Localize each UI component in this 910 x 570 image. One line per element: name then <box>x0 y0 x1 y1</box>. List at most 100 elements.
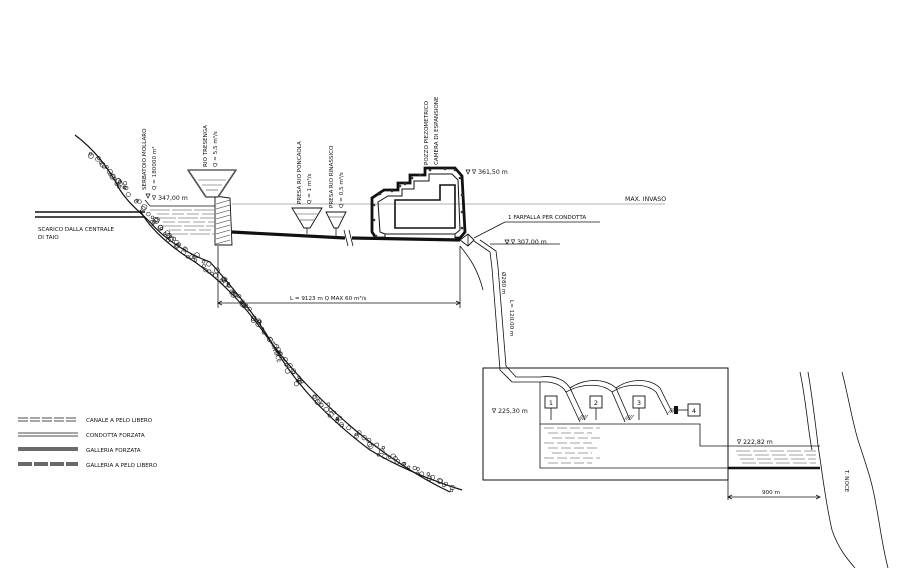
rock <box>361 435 367 441</box>
rock <box>323 406 329 413</box>
unit-1: 1 <box>544 395 558 420</box>
surge-tank-name-1: POZZO PIEZOMETRICO <box>424 100 430 165</box>
rock <box>135 198 139 202</box>
rock <box>221 276 228 283</box>
right-river-noce <box>799 371 889 569</box>
turbine-hatch-line <box>669 407 675 414</box>
rock <box>261 330 266 335</box>
rock <box>222 281 229 287</box>
legend-item-galleria-forzata: GALLERIA FORZATA <box>18 447 141 454</box>
farfalla-valve <box>459 221 600 247</box>
rock <box>291 370 296 375</box>
rock <box>99 161 103 165</box>
hatch-dot <box>403 182 407 186</box>
rock <box>88 153 94 159</box>
rock <box>280 356 285 361</box>
rock <box>194 252 200 259</box>
hatch-dot <box>410 176 414 180</box>
reservoir-level: ∇ 347,00 m <box>151 195 188 202</box>
svg-text:3: 3 <box>637 399 641 407</box>
turbine-hatch-line <box>583 414 589 421</box>
hatch-dot <box>372 218 376 222</box>
rock <box>124 185 129 191</box>
rock <box>110 173 116 179</box>
rock <box>107 168 113 175</box>
left-bank-rocks <box>88 151 455 493</box>
rock <box>189 254 194 259</box>
hatch-dot <box>460 226 464 230</box>
rock <box>166 233 172 239</box>
rio-rinassico-flow: Q = 0,5 m³/s <box>338 172 345 208</box>
penstock <box>473 239 540 383</box>
rio-tresenga-name: RIO TRESENGA <box>203 125 209 167</box>
presa-rio-poncaola <box>291 207 323 234</box>
hatch-dot <box>398 184 402 188</box>
rock <box>115 178 121 184</box>
rock <box>163 232 167 236</box>
turbine-hatch-line <box>667 407 673 414</box>
turbine-hatch-line <box>577 414 583 421</box>
rock <box>172 236 177 241</box>
hatch-dot <box>453 168 457 172</box>
legend: CANALE A PELO LIBERO CONDOTTA FORZATA GA… <box>18 417 158 469</box>
rock <box>426 472 431 476</box>
rock <box>210 271 214 276</box>
rock <box>275 350 281 356</box>
rock <box>109 174 115 180</box>
rock <box>193 258 198 262</box>
max-invaso-label: MAX. INVASO <box>625 196 666 203</box>
rock <box>426 475 433 481</box>
hatch-dot <box>458 176 462 180</box>
rock <box>419 471 425 477</box>
svg-text:4: 4 <box>692 407 696 415</box>
rock <box>376 453 381 457</box>
rock <box>327 414 332 418</box>
rock <box>213 273 218 278</box>
rock <box>230 291 237 298</box>
rio-poncaola-name: PRESA RIO PONCAOLA <box>297 141 303 204</box>
rock <box>125 192 131 198</box>
rock <box>99 161 106 168</box>
rock <box>192 255 196 259</box>
rock <box>185 254 190 259</box>
unit-2: 2 <box>589 395 603 420</box>
rock <box>394 458 401 465</box>
unit-4: 4 <box>674 403 701 417</box>
rock <box>416 471 420 475</box>
rock <box>430 474 436 480</box>
rock <box>381 446 385 450</box>
rock <box>294 381 299 387</box>
rock <box>354 433 359 439</box>
rock <box>416 467 420 471</box>
rock <box>164 230 171 236</box>
rock <box>287 363 293 369</box>
rock <box>284 368 291 374</box>
rio-rinassico-name: PRESA RIO RINASSICO <box>329 145 335 208</box>
rock <box>368 443 374 449</box>
tailrace-water <box>544 427 600 464</box>
rock <box>122 185 127 190</box>
rock <box>354 432 358 437</box>
rock <box>357 430 362 435</box>
rock <box>328 408 333 412</box>
tunnel-dims-label: L = 9123 m Q MAX 60 m³/s <box>290 295 367 302</box>
hatch-line <box>215 214 231 220</box>
rock <box>181 249 187 255</box>
rock <box>402 461 407 466</box>
legend-item-galleria-libero: GALLERIA A PELO LIBERO <box>18 462 158 469</box>
rock <box>297 375 301 379</box>
rock <box>273 344 280 350</box>
hatch-line <box>215 229 231 235</box>
reservoir-capacity: Q = 180000 m³ <box>151 147 158 190</box>
rock <box>334 418 340 424</box>
dam-hatch <box>215 199 231 245</box>
rock <box>295 379 300 383</box>
powerhouse: 1 2 3 4 <box>482 367 729 481</box>
rock <box>346 425 352 431</box>
hatch-dot <box>418 173 422 177</box>
rock <box>202 264 206 268</box>
main-tunnel <box>231 229 461 247</box>
rock <box>182 246 188 253</box>
rock <box>335 417 340 422</box>
rock <box>442 483 446 488</box>
